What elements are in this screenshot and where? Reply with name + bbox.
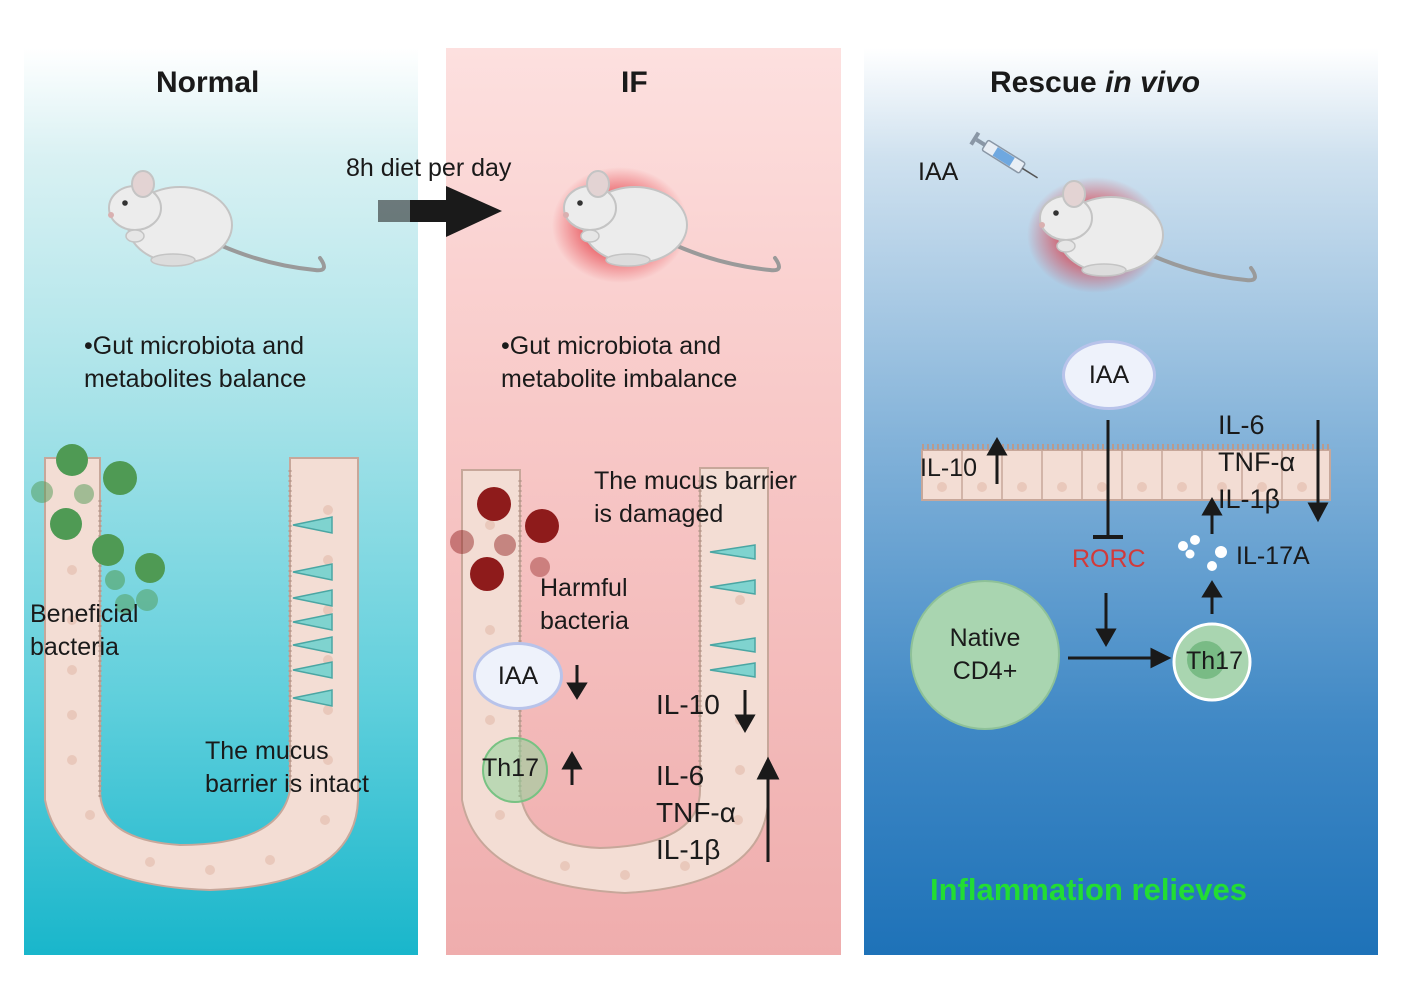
iaa-injection-label: IAA — [918, 158, 959, 186]
harmful-label-line2: bacteria — [540, 607, 629, 635]
native-cd4-cell — [910, 580, 1060, 730]
beneficial-label-line1: Beneficial — [30, 600, 139, 628]
th17-nucleus — [1187, 641, 1225, 679]
mucus-intact-line2: barrier is intact — [205, 770, 369, 798]
mouse-normal — [106, 169, 326, 273]
beneficial-bacteria — [31, 444, 165, 614]
il17a-label: IL-17A — [1236, 542, 1310, 570]
if-il1b: IL-1β — [656, 834, 721, 865]
if-arrows — [561, 665, 780, 862]
rescue-il10: IL-10 — [920, 454, 977, 482]
if-tnf: TNF-α — [656, 797, 736, 828]
title-rescue-main: Rescue — [990, 66, 1106, 99]
iaa-bubble-if: IAA — [473, 642, 563, 710]
conclusion-text: Inflammation relieves — [930, 872, 1248, 907]
syringe-icon — [969, 131, 1038, 179]
title-if: IF — [621, 66, 648, 99]
mucus-damaged-line1: The mucus barrier — [594, 467, 797, 495]
rescue-il6: IL-6 — [1218, 410, 1265, 440]
th17-label-if: Th17 — [482, 754, 539, 782]
title-rescue: Rescue in vivo — [990, 66, 1200, 100]
rorc-label: RORC — [1072, 545, 1146, 573]
iaa-bubble-rescue: IAA — [1062, 340, 1156, 410]
if-bullet-line1: •Gut microbiota and — [501, 332, 721, 360]
transition-label: 8h diet per day — [346, 154, 512, 182]
if-bullet-line2: metabolite imbalance — [501, 365, 738, 393]
rescue-tnf: TNF-α — [1218, 447, 1296, 477]
harmful-label-line1: Harmful — [540, 574, 628, 602]
th17-label-rescue: Th17 — [1186, 647, 1243, 675]
il17a-dots — [1178, 535, 1227, 571]
if-il6: IL-6 — [656, 760, 705, 791]
crypt-normal — [44, 457, 359, 892]
native-cd4-line1: Native — [949, 624, 1021, 652]
mucus-damaged-line2: is damaged — [594, 500, 724, 528]
epithelium-layer — [921, 444, 1331, 501]
rescue-il1b: IL-1β — [1218, 484, 1281, 514]
normal-bullet-line1: •Gut microbiota and — [84, 332, 304, 360]
rescue-arrows — [986, 420, 1329, 669]
title-rescue-italic: in vivo — [1105, 66, 1201, 99]
harmful-bacteria — [450, 487, 559, 591]
th17-cell-if — [482, 737, 548, 803]
beneficial-label-line2: bacteria — [30, 633, 119, 661]
transition-arrow — [378, 186, 502, 237]
normal-bullet-line2: metabolites balance — [84, 365, 307, 393]
mucus-intact-line1: The mucus — [205, 737, 329, 765]
title-normal: Normal — [156, 66, 260, 99]
native-cd4-line2: CD4+ — [952, 657, 1018, 685]
if-il10: IL-10 — [656, 689, 720, 720]
